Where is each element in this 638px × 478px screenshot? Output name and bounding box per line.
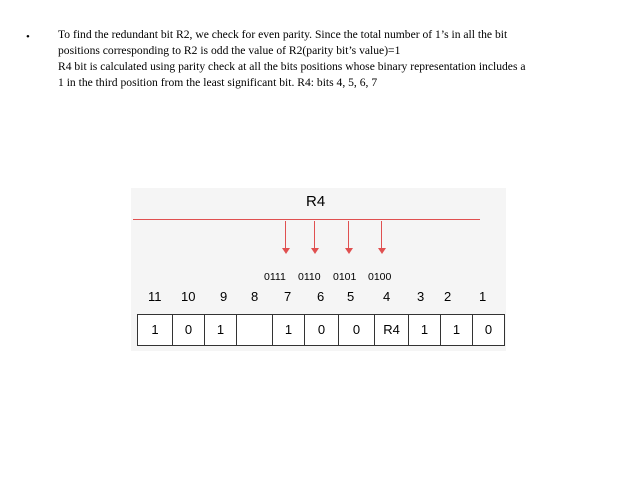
- position-label: 6: [317, 289, 325, 304]
- down-arrow-icon: [311, 221, 319, 255]
- bit-cell: 0: [472, 315, 504, 345]
- parity-figure: R4 0111 0110 0101 0100 11 10 9 8 7 6 5 4…: [131, 188, 506, 351]
- binary-label: 0101: [333, 271, 357, 283]
- figure-title: R4: [306, 193, 326, 210]
- position-label: 9: [220, 289, 228, 304]
- bit-cell: 0: [338, 315, 374, 345]
- bullet-marker: •: [26, 31, 30, 43]
- position-label: 3: [417, 289, 425, 304]
- position-label: 4: [383, 289, 391, 304]
- bit-cell: 1: [151, 322, 159, 337]
- binary-label: 0110: [298, 271, 321, 283]
- down-arrow-icon: [345, 221, 353, 255]
- bit-cell: R4: [374, 315, 408, 345]
- text-line: To find the redundant bit R2, we check f…: [58, 28, 508, 41]
- text-line: 1 in the third position from the least s…: [58, 76, 378, 89]
- bit-cell: 0: [172, 315, 204, 345]
- bit-cell: 1: [272, 315, 304, 345]
- binary-label: 0100: [368, 271, 392, 283]
- position-label: 1: [479, 289, 487, 304]
- bit-cell: 1: [204, 315, 236, 345]
- position-label: 8: [251, 289, 259, 304]
- binary-label: 0111: [264, 271, 286, 283]
- down-arrow-icon: [282, 221, 290, 255]
- text-line: R4 bit is calculated using parity check …: [58, 60, 526, 73]
- bit-cell: [236, 315, 272, 345]
- position-label: 10: [181, 289, 196, 304]
- down-arrow-icon: [378, 221, 386, 255]
- text-line: positions corresponding to R2 is odd the…: [58, 44, 401, 57]
- position-label: 11: [148, 289, 162, 304]
- bit-cell: 0: [304, 315, 338, 345]
- position-label: 2: [444, 289, 452, 304]
- position-label: 7: [284, 289, 292, 304]
- bit-cell: 1: [408, 315, 440, 345]
- bit-cells-row: 1 0 1 1 0 0 R4 1 1 0: [137, 314, 505, 346]
- bullet-text: To find the redundant bit R2, we check f…: [58, 27, 618, 91]
- divider-line: [133, 219, 480, 220]
- bit-cell: 1: [440, 315, 472, 345]
- position-label: 5: [347, 289, 355, 304]
